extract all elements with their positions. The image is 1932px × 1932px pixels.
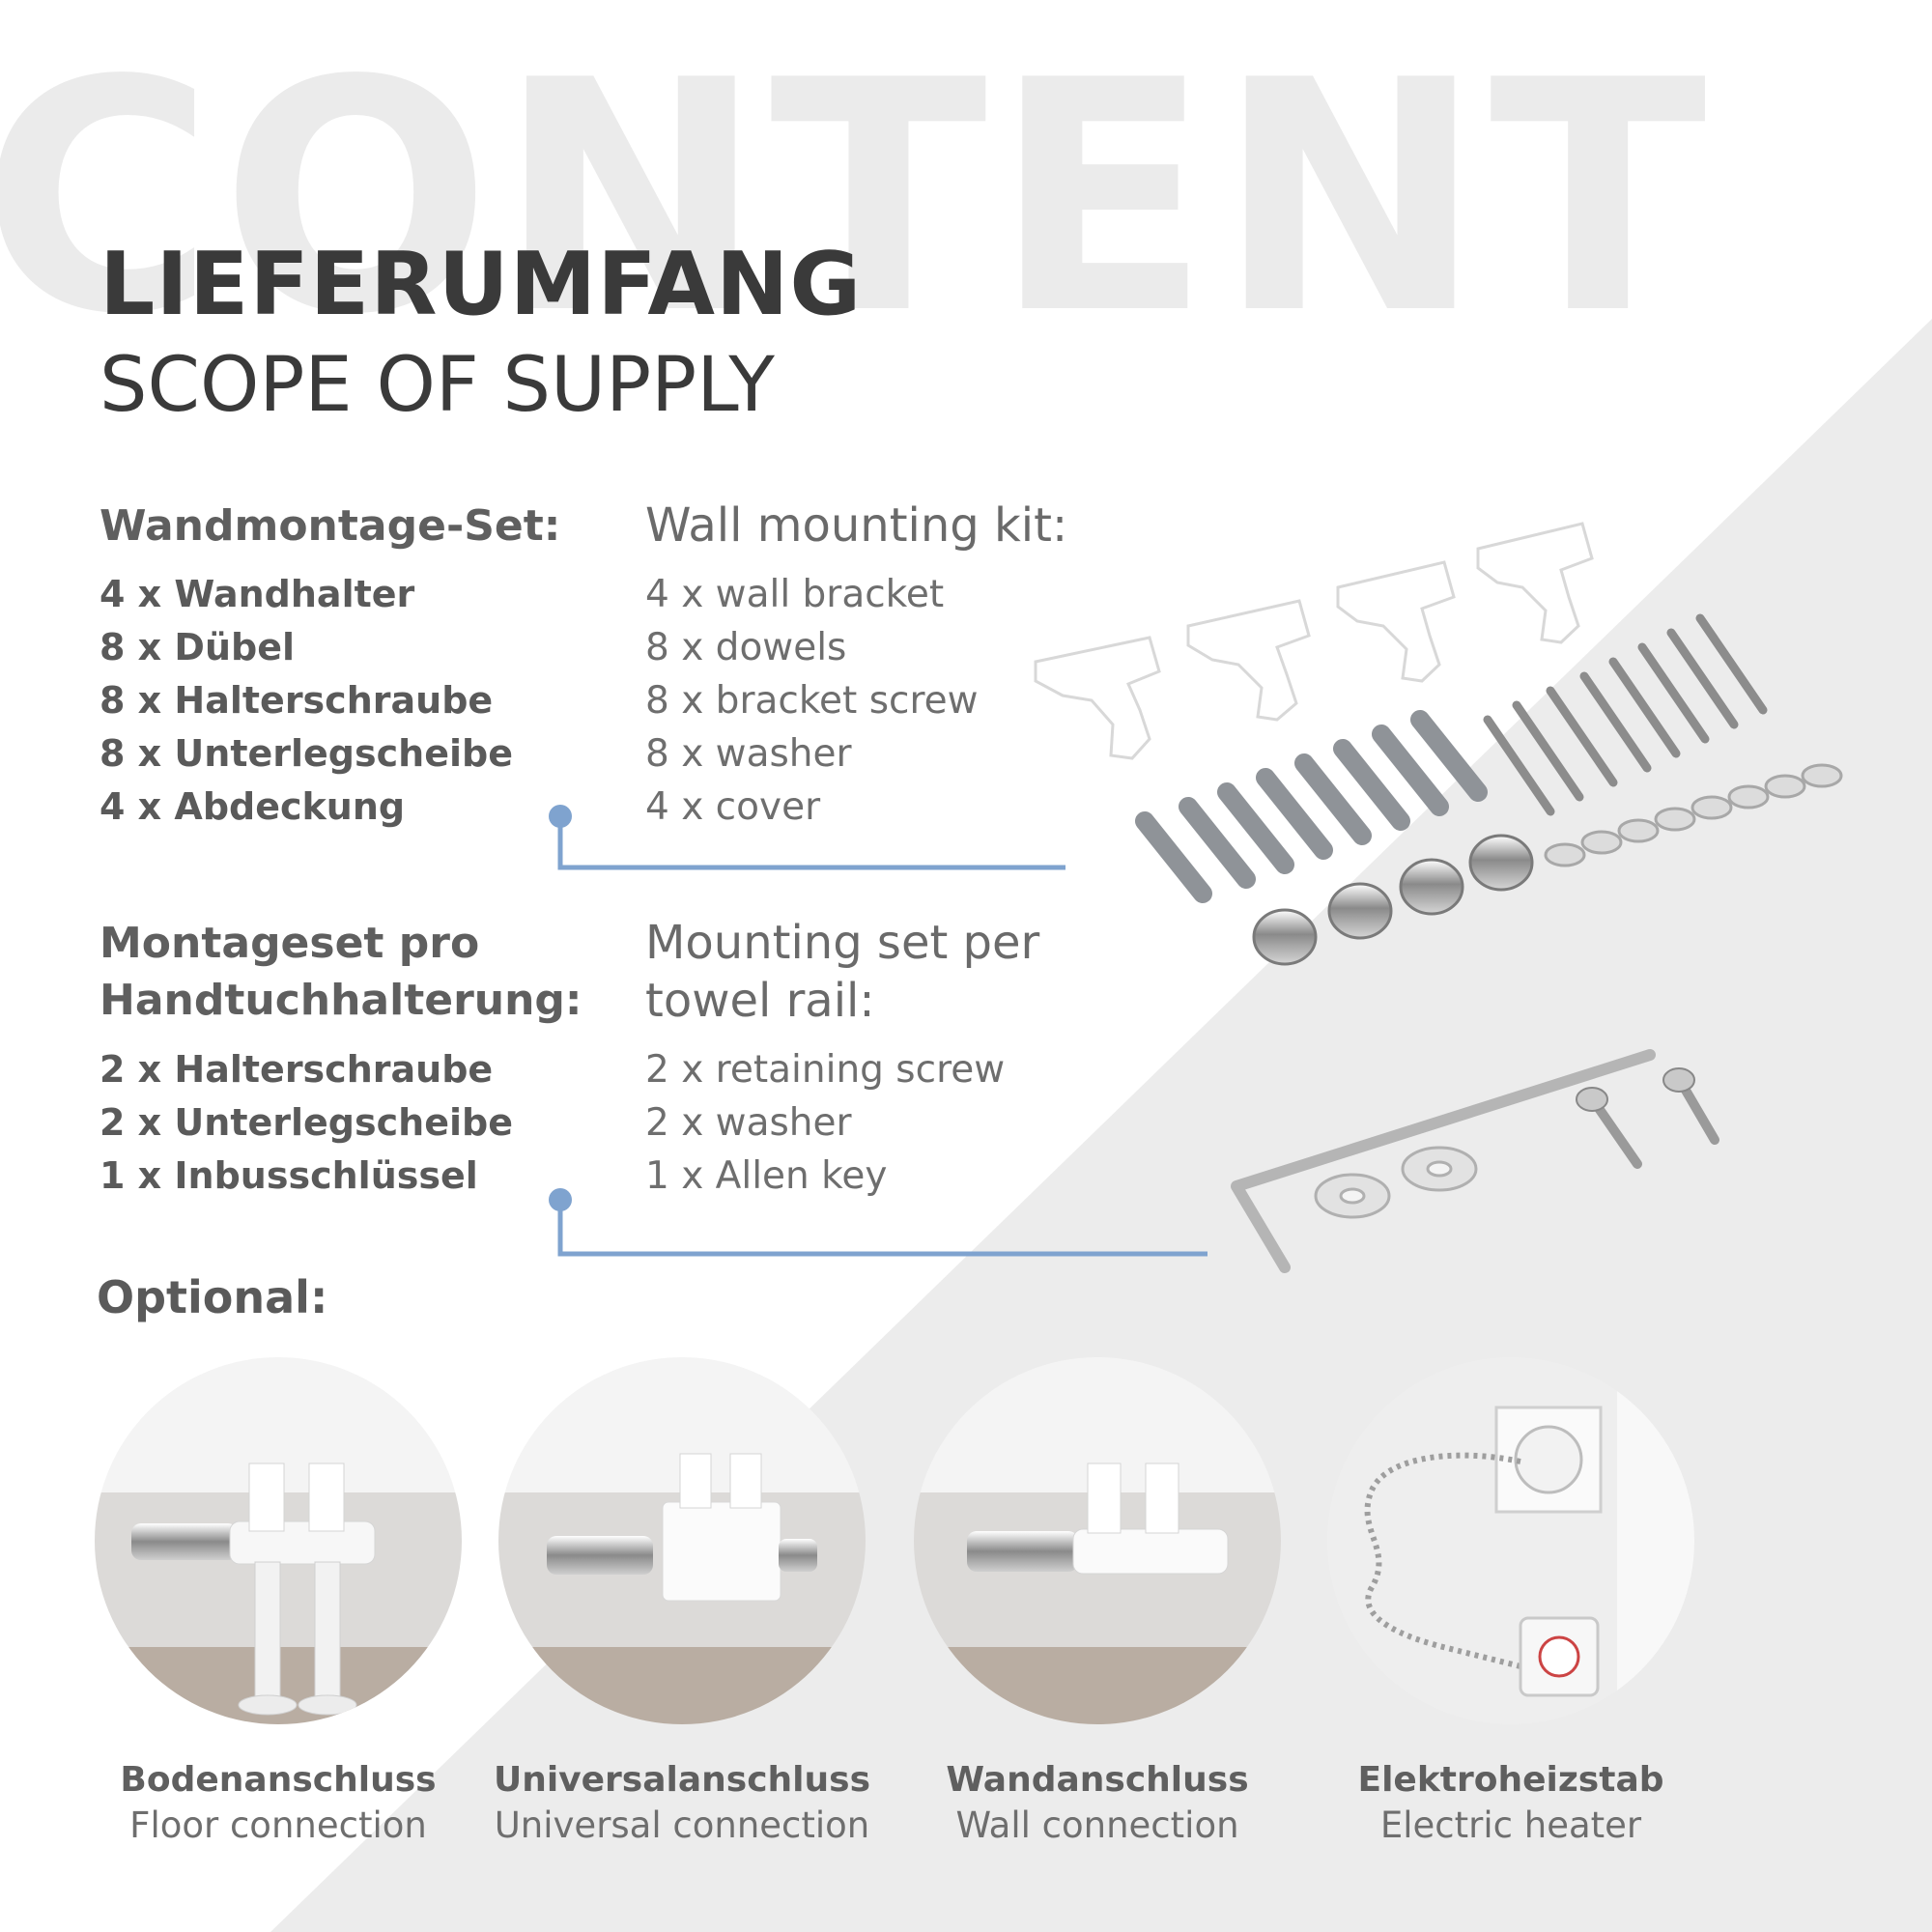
washers-group xyxy=(1544,763,1843,867)
option-label-en: Universal connection xyxy=(494,1804,870,1846)
list-item: 4 x Abdeckung xyxy=(99,785,406,828)
list-item: 2 x retaining screw xyxy=(645,1048,1006,1092)
wall-kit-heading-de: Wandmontage-Set: xyxy=(99,501,561,551)
towel-kit-items-de: 2 x Halterschraube 2 x Unterlegscheibe 1… xyxy=(99,1043,513,1203)
list-item: 8 x Halterschraube xyxy=(99,679,494,722)
option-label-de: Elektroheizstab xyxy=(1357,1760,1664,1800)
list-item: 1 x Inbusschlüssel xyxy=(99,1154,478,1197)
list-item: 2 x Halterschraube xyxy=(99,1048,494,1091)
wall-bracket-group xyxy=(1034,522,1594,760)
wall-kit-heading-en: Wall mounting kit: xyxy=(645,498,1068,553)
floor-connection-label: Bodenanschluss Floor connection xyxy=(75,1760,481,1846)
option-label-de: Wandanschluss xyxy=(946,1760,1249,1800)
option-label-de: Universalanschluss xyxy=(493,1760,871,1800)
list-item: 8 x bracket screw xyxy=(645,679,979,723)
list-item: 8 x Unterlegscheibe xyxy=(99,732,513,775)
wall-kit-items-en: 4 x wall bracket 8 x dowels 8 x bracket … xyxy=(645,568,979,834)
connector-towel-kit xyxy=(557,1200,1208,1257)
towel-kit-heading-de-2: Handtuchhalterung: xyxy=(99,976,582,1025)
retaining-washers-group xyxy=(1314,1146,1478,1219)
page-title: LIEFERUMFANG xyxy=(99,234,863,335)
list-item: 4 x cover xyxy=(645,785,821,829)
towel-kit-photo xyxy=(1231,1049,1719,1273)
option-label-de: Bodenanschluss xyxy=(120,1760,437,1800)
towel-kit-heading-en-2: towel rail: xyxy=(645,974,875,1028)
covers-group xyxy=(1252,834,1534,966)
page-subtitle: SCOPE OF SUPPLY xyxy=(99,342,775,429)
dowels-group xyxy=(1135,710,1488,903)
retaining-screws-group xyxy=(1589,1077,1719,1169)
towel-kit-items-en: 2 x retaining screw 2 x washer 1 x Allen… xyxy=(645,1043,1005,1203)
allen-key xyxy=(1231,1049,1656,1273)
list-item: 2 x Unterlegscheibe xyxy=(99,1101,513,1144)
floor-connection-photo xyxy=(95,1357,462,1724)
bracket-screws-group xyxy=(1483,613,1768,816)
wall-connection-photo xyxy=(914,1357,1281,1724)
list-item: 8 x dowels xyxy=(645,626,847,669)
universal-connection-photo xyxy=(498,1357,866,1724)
connector-wall-kit xyxy=(557,816,1065,870)
list-item: 8 x Dübel xyxy=(99,626,296,668)
watermark-text: CONTENT xyxy=(0,13,1713,384)
towel-kit-heading-de-1: Montageset pro xyxy=(99,919,480,968)
wall-kit-items-de: 4 x Wandhalter 8 x Dübel 8 x Halterschra… xyxy=(99,568,513,834)
wall-kit-photo xyxy=(1034,522,1843,966)
wall-connection-label: Wandanschluss Wall connection xyxy=(895,1760,1300,1846)
list-item: 8 x washer xyxy=(645,732,852,776)
electric-heater-label: Elektroheizstab Electric heater xyxy=(1308,1760,1714,1846)
list-item: 2 x washer xyxy=(645,1101,852,1145)
option-label-en: Wall connection xyxy=(955,1804,1239,1846)
list-item: 4 x wall bracket xyxy=(645,573,945,616)
list-item: 4 x Wandhalter xyxy=(99,573,415,615)
option-label-en: Floor connection xyxy=(129,1804,427,1846)
list-item: 1 x Allen key xyxy=(645,1154,888,1198)
option-label-en: Electric heater xyxy=(1379,1804,1642,1846)
electric-heater-photo xyxy=(1327,1357,1694,1724)
universal-connection-label: Universalanschluss Universal connection xyxy=(479,1760,885,1846)
optional-heading: Optional: xyxy=(97,1271,328,1323)
towel-kit-heading-en-1: Mounting set per xyxy=(645,916,1040,970)
